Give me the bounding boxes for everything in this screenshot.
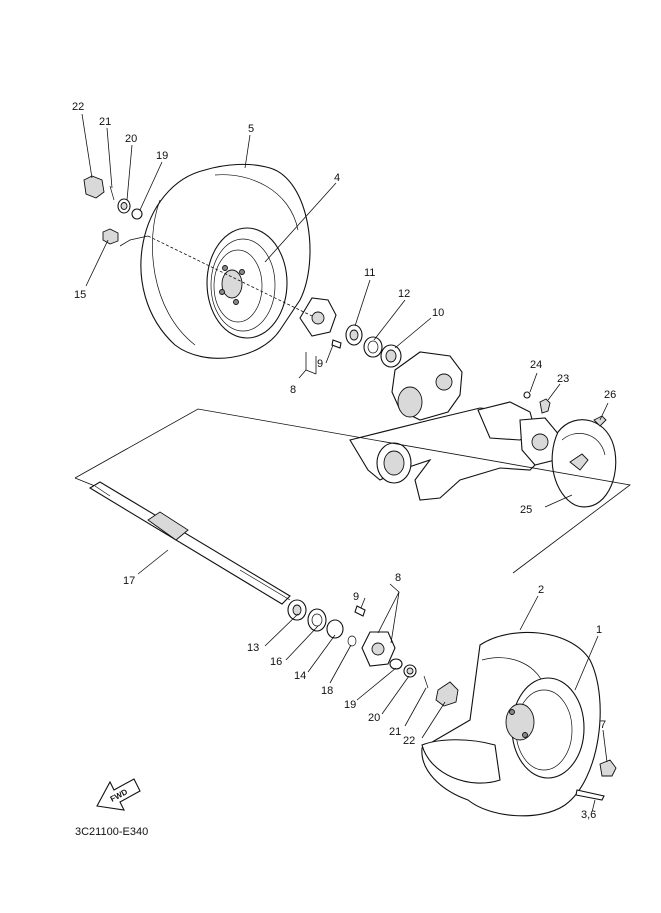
- callout-13: 13: [247, 642, 259, 654]
- callout-20-upper: 20: [125, 133, 137, 145]
- callout-19-lower: 19: [344, 699, 356, 711]
- callout-8-upper: 8: [290, 384, 296, 396]
- callout-20-lower: 20: [368, 712, 380, 724]
- swingarm-and-final-drive: [349, 351, 561, 501]
- lower-tire-assembly: [421, 631, 617, 817]
- rear-axle-shaft: [88, 481, 291, 605]
- callout-3-6: 3,6: [581, 809, 596, 821]
- diagram-code: 3C21100-E340: [75, 826, 148, 838]
- callout-18: 18: [321, 685, 333, 697]
- callout-10: 10: [432, 307, 444, 319]
- leader-lines: [81, 113, 609, 813]
- callout-5: 5: [248, 123, 254, 135]
- fwd-arrow-icon: FWD: [96, 778, 141, 811]
- callout-2: 2: [538, 584, 544, 596]
- callout-9-lower: 9: [353, 591, 359, 603]
- upper-axle-nut-parts: [83, 175, 143, 245]
- callout-4: 4: [334, 172, 340, 184]
- callout-19-upper: 19: [156, 150, 168, 162]
- upper-tire-assembly: [140, 163, 311, 359]
- callout-1: 1: [596, 624, 602, 636]
- callout-9-upper: 9: [317, 358, 323, 370]
- callout-8-lower: 8: [395, 572, 401, 584]
- callout-14: 14: [294, 670, 306, 682]
- callout-23: 23: [557, 373, 569, 385]
- upper-hub: [299, 297, 342, 349]
- lower-axle-nut-parts: [389, 658, 459, 707]
- lower-hub: [354, 605, 396, 667]
- callout-21-lower: 21: [389, 726, 401, 738]
- callout-17: 17: [123, 575, 135, 587]
- callout-22-upper: 22: [72, 101, 84, 113]
- callout-7: 7: [600, 719, 606, 731]
- callout-12: 12: [398, 288, 410, 300]
- callout-labels: 22 21 20 19 5 4 15 11 12 10 9 8 24 23 26…: [72, 101, 616, 821]
- callout-26: 26: [604, 389, 616, 401]
- callout-25: 25: [520, 504, 532, 516]
- callout-16: 16: [270, 656, 282, 668]
- callout-22-lower: 22: [403, 735, 415, 747]
- callout-24: 24: [530, 359, 542, 371]
- callout-11: 11: [364, 267, 375, 279]
- lower-bearings: [287, 599, 357, 647]
- callout-21-upper: 21: [99, 116, 111, 128]
- brake-disc-cover: [523, 391, 617, 508]
- callout-15: 15: [74, 289, 86, 301]
- upper-bearings: [345, 324, 402, 368]
